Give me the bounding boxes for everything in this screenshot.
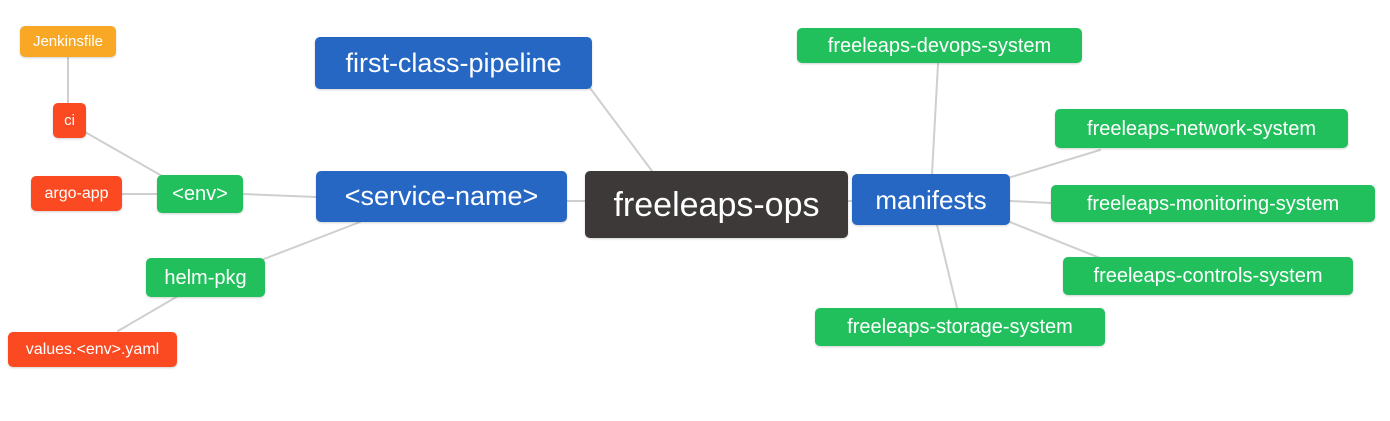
node-service-name[interactable]: <service-name> xyxy=(316,171,567,222)
edge-manifests--freeleaps-monitoring-system xyxy=(1009,200,1052,204)
edge-manifests--freeleaps-controls-system xyxy=(1009,221,1101,259)
node-freeleaps-monitoring-system[interactable]: freeleaps-monitoring-system xyxy=(1051,185,1375,222)
node-helm-pkg[interactable]: helm-pkg xyxy=(146,258,265,297)
node-env[interactable]: <env> xyxy=(157,175,243,213)
node-argo-app[interactable]: argo-app xyxy=(31,176,122,211)
edge-env--service-name xyxy=(242,193,317,198)
node-jenkinsfile[interactable]: Jenkinsfile xyxy=(20,26,116,57)
edge-helm-pkg--service-name xyxy=(263,221,361,260)
edge-manifests--freeleaps-devops-system xyxy=(931,63,939,175)
node-ci[interactable]: ci xyxy=(53,103,86,138)
node-values-env-yaml[interactable]: values.<env>.yaml xyxy=(8,332,177,367)
edge-ci--env xyxy=(84,131,163,177)
node-freeleaps-devops-system[interactable]: freeleaps-devops-system xyxy=(797,28,1082,63)
node-manifests[interactable]: manifests xyxy=(852,174,1010,225)
node-freeleaps-ops[interactable]: freeleaps-ops xyxy=(585,171,848,238)
edge-first-class-pipeline--freeleaps-ops xyxy=(589,87,653,172)
node-freeleaps-controls-system[interactable]: freeleaps-controls-system xyxy=(1063,257,1353,295)
node-freeleaps-storage-system[interactable]: freeleaps-storage-system xyxy=(815,308,1105,346)
edge-manifests--freeleaps-storage-system xyxy=(936,224,958,309)
node-freeleaps-network-system[interactable]: freeleaps-network-system xyxy=(1055,109,1348,148)
edge-values-env-yaml--helm-pkg xyxy=(117,295,179,332)
node-first-class-pipeline[interactable]: first-class-pipeline xyxy=(315,37,592,89)
edge-manifests--freeleaps-network-system xyxy=(1007,149,1101,179)
